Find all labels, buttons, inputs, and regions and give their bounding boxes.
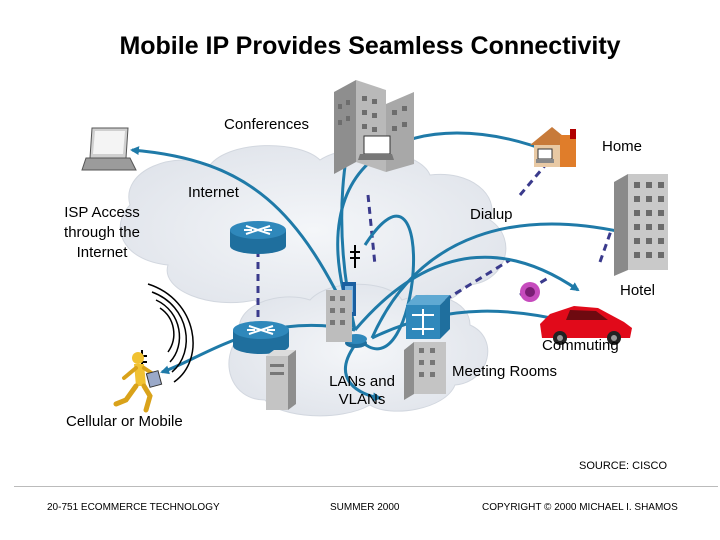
lan-building-icon: [404, 342, 446, 400]
cellular-mobile-label: Cellular or Mobile: [66, 413, 183, 430]
footer-divider: [14, 486, 718, 487]
footer-course: 20-751 ECOMMERCE TECHNOLOGY: [47, 502, 220, 513]
arrow-loop: [358, 214, 415, 351]
isp-access-line-1: ISP Access: [64, 204, 140, 221]
hotel-building-link: [598, 227, 614, 263]
internet-label: Internet: [188, 184, 239, 201]
hotel-jack-icon: [520, 282, 540, 302]
internet-cloud: [119, 145, 507, 316]
meeting-rooms-label: Meeting Rooms: [452, 363, 558, 380]
home-label: Home: [602, 138, 643, 155]
arrow-to-lans: [344, 344, 382, 402]
lans-line-1: LANs and: [329, 373, 395, 390]
car-icon: [540, 306, 632, 345]
radio-waves-icon: [147, 283, 194, 383]
dialup-label: Dialup: [470, 206, 513, 223]
isp-access-line-2: through the: [64, 224, 140, 241]
isp-access-label: ISP Access through the Internet: [50, 203, 154, 263]
home-icon: [530, 127, 576, 167]
conferences-label: Conferences: [224, 116, 310, 133]
hotel-label: Hotel: [620, 282, 656, 299]
mobile-user-icon: [113, 352, 163, 413]
arrow-to-laptop: [130, 146, 357, 331]
router-icon: [230, 221, 286, 254]
switch-dialup-link: [444, 258, 511, 302]
slide-title: Mobile IP Provides Seamless Connectivity: [119, 32, 621, 60]
isp-access-line-3: Internet: [76, 244, 128, 261]
conference-building-icon: [334, 80, 414, 174]
footer-copyright: COPYRIGHT © 2000 MICHAEL I. SHAMOS: [482, 502, 678, 513]
lan-building-icon: [326, 290, 352, 342]
arrow-to-building: [370, 222, 624, 339]
footer-date: SUMMER 2000: [330, 502, 400, 513]
switch-icon: [406, 295, 450, 339]
lans-vlans-label: LANs and VLANs: [312, 373, 412, 409]
laptop-icon: [81, 127, 137, 171]
commuting-label: Commuting: [542, 337, 619, 354]
lans-line-2: VLANs: [338, 391, 386, 408]
office-building-icon: [614, 174, 668, 276]
arrow-to-hotel: [353, 255, 580, 331]
home-dialup-link: [518, 161, 550, 196]
router-icon: [233, 321, 289, 354]
server-icon: [266, 350, 296, 410]
source-credit: SOURCE: CISCO: [579, 460, 668, 472]
